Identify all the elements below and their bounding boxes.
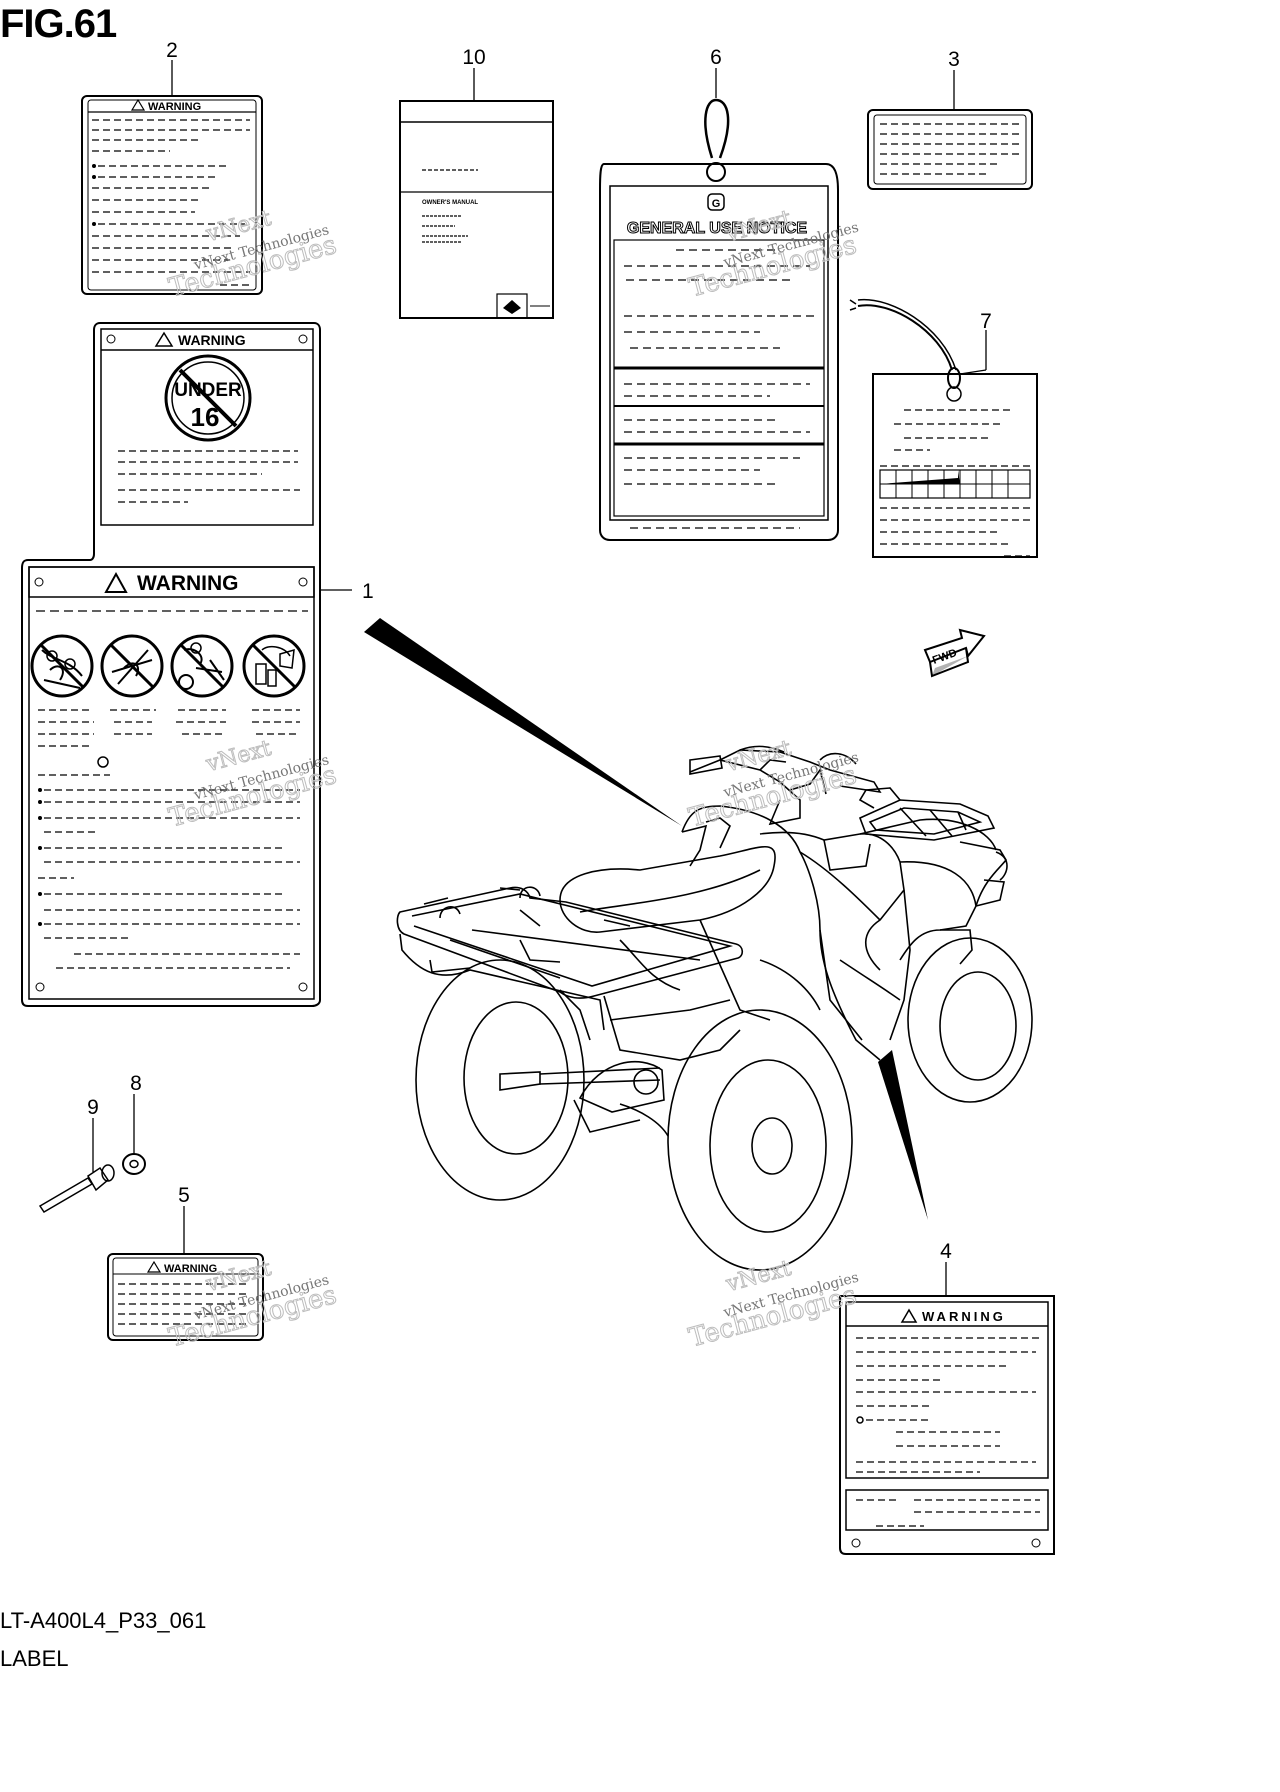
label-1-main-warning: WARNING UNDER 16 WARNING bbox=[21, 322, 321, 1007]
under16-warning-text: WARNING bbox=[178, 332, 246, 348]
label-2-warning-sticker: WARNING bbox=[81, 95, 263, 295]
fwd-arrow-icon: FWD bbox=[923, 628, 986, 678]
no-stunts-icon bbox=[170, 634, 234, 698]
label-7-hang-tag bbox=[849, 298, 1038, 558]
under-text: UNDER bbox=[174, 380, 242, 401]
label-6-general-use-notice-tag: G GENERAL USE NOTICE bbox=[599, 98, 839, 541]
part-9-rivet bbox=[38, 1164, 115, 1214]
warning-triangle-icon bbox=[154, 331, 174, 347]
figure-title: FIG.61 bbox=[0, 2, 117, 46]
label-4-pointer bbox=[878, 1050, 928, 1220]
fwd-text: FWD bbox=[931, 647, 959, 667]
callout-9: 9 bbox=[87, 1096, 99, 1119]
callout-10: 10 bbox=[462, 46, 485, 69]
no-passenger-icon bbox=[30, 634, 94, 698]
label-10-owners-manual: OWNER'S MANUAL bbox=[399, 100, 554, 319]
warning-triangle-icon bbox=[900, 1308, 918, 1323]
no-paved-roads-icon bbox=[100, 634, 164, 698]
label-3-sticker bbox=[867, 109, 1033, 190]
figure-caption: LABEL bbox=[0, 1646, 69, 1671]
atv-vehicle-drawing bbox=[364, 618, 1033, 1271]
label-1-pointer bbox=[364, 618, 682, 826]
callout-2: 2 bbox=[166, 39, 178, 62]
no-alcohol-drugs-icon bbox=[242, 634, 306, 698]
warning-triangle-icon bbox=[104, 571, 128, 593]
main-warning-text: WARNING bbox=[137, 572, 239, 595]
brand-logo-icon bbox=[503, 300, 521, 314]
watermark-bottom-right: vNext Technologies vNext Technologies bbox=[685, 1255, 860, 1354]
owners-manual-text: OWNER'S MANUAL bbox=[422, 200, 478, 206]
label-2-warning-text: WARNING bbox=[148, 101, 201, 113]
tag-string-icon bbox=[704, 98, 730, 159]
watermark-mid-left: vNext Technologies vNext Technologies bbox=[165, 735, 340, 834]
callout-1: 1 bbox=[362, 580, 374, 603]
warning-triangle-icon bbox=[130, 98, 146, 111]
part-8-washer bbox=[122, 1153, 146, 1175]
callout-3: 3 bbox=[948, 48, 960, 71]
label-5-warning-text: WARNING bbox=[164, 1263, 217, 1275]
general-use-notice-text: GENERAL USE NOTICE bbox=[627, 220, 808, 237]
callout-6: 6 bbox=[710, 46, 722, 69]
callout-4: 4 bbox=[940, 1240, 952, 1263]
label-4-warning-text: WARNING bbox=[922, 1309, 1006, 1324]
warning-triangle-icon bbox=[146, 1260, 162, 1273]
callout-7: 7 bbox=[980, 310, 992, 333]
model-code: LT-A400L4_P33_061 bbox=[0, 1608, 207, 1633]
label-5-warning-sticker: WARNING bbox=[107, 1253, 264, 1341]
callout-5: 5 bbox=[178, 1184, 190, 1207]
no-under-16-icon: UNDER 16 bbox=[164, 354, 252, 442]
tag-cord-icon bbox=[857, 304, 953, 371]
label-4-warning-sticker: WARNING bbox=[839, 1295, 1055, 1555]
callout-8: 8 bbox=[130, 1072, 142, 1095]
tag-g-letter: G bbox=[712, 198, 721, 210]
watermark-mid-right: vNext Technologies vNext Technologies bbox=[685, 735, 860, 834]
